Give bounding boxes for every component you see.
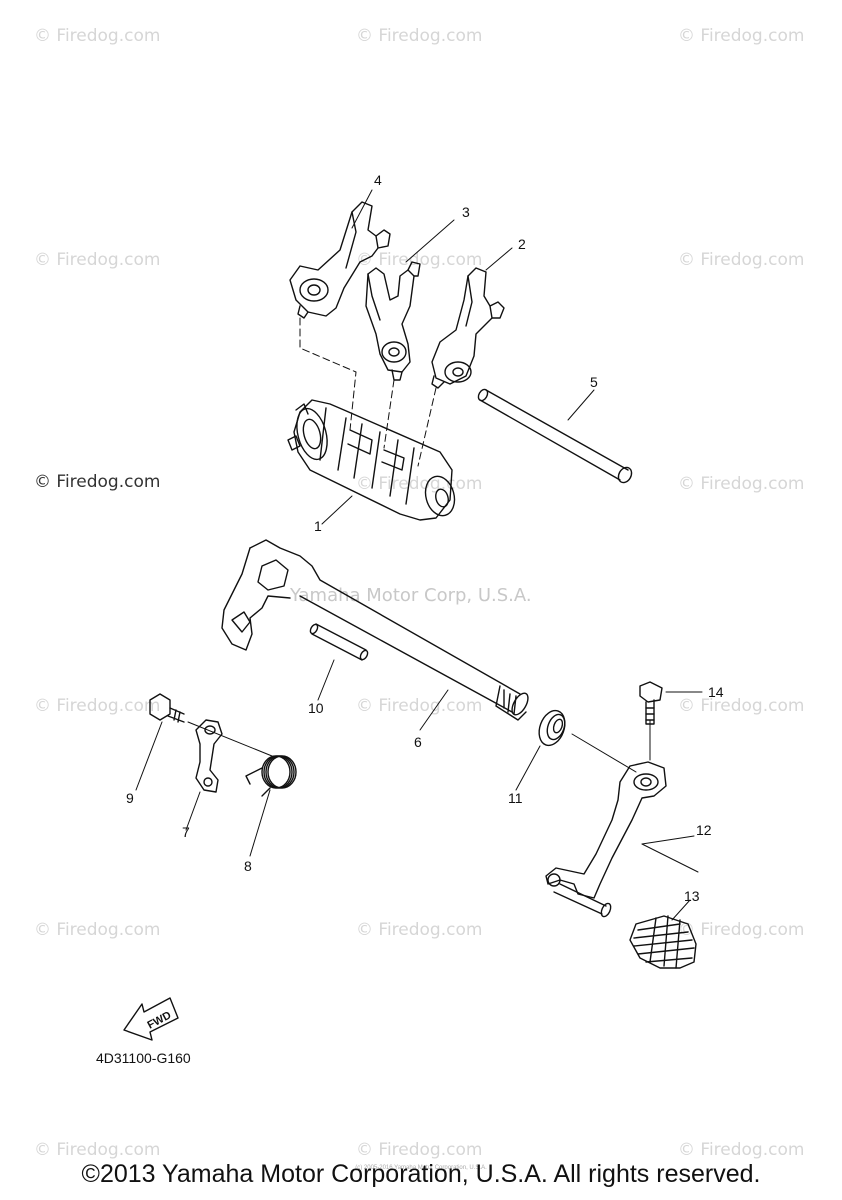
callout-11: 11 xyxy=(508,790,523,806)
diagram-code: 4D31100-G160 xyxy=(96,1050,191,1066)
watermark: © Firedog.com xyxy=(356,26,483,46)
callout-5: 5 xyxy=(590,374,598,390)
watermark: © Firedog.com xyxy=(34,920,161,940)
shift-fork-3 xyxy=(365,261,421,381)
bolt-14 xyxy=(639,681,663,725)
stopper-lever-7 xyxy=(195,719,223,793)
shift-pedal-12 xyxy=(545,761,667,918)
shift-fork-4 xyxy=(289,201,391,319)
watermark: © Firedog.com xyxy=(34,26,161,46)
watermark: © Firedog.com xyxy=(356,250,483,270)
watermark: © Firedog.com xyxy=(678,920,805,940)
watermark: © Firedog.com xyxy=(356,1140,483,1160)
oil-seal-11 xyxy=(538,709,566,747)
watermark: © Firedog.com xyxy=(34,1140,161,1160)
watermark: © Firedog.com xyxy=(34,472,161,492)
callout-1: 1 xyxy=(314,518,322,534)
callout-13: 13 xyxy=(684,888,700,904)
tiny-copyright: (c) 2005-2016 Yamaha Motor Corporation, … xyxy=(355,1165,487,1171)
bolt-9 xyxy=(149,693,185,723)
pin-10 xyxy=(309,623,369,661)
watermark: © Firedog.com xyxy=(34,696,161,716)
fwd-label: FWD xyxy=(146,1009,174,1031)
callout-12: 12 xyxy=(696,822,712,838)
fwd-arrow-icon xyxy=(123,997,179,1041)
callout-4: 4 xyxy=(374,172,382,188)
copyright-notice: ©2013 Yamaha Motor Corporation, U.S.A. A… xyxy=(81,1160,761,1188)
callout-10: 10 xyxy=(308,700,324,716)
watermark: © Firedog.com xyxy=(678,250,805,270)
callout-8: 8 xyxy=(244,858,252,874)
callout-3: 3 xyxy=(462,204,470,220)
torsion-spring-8 xyxy=(245,755,297,797)
callout-2: 2 xyxy=(518,236,526,252)
callout-6: 6 xyxy=(414,734,422,750)
yamaha-watermark: Yamaha Motor Corp, U.S.A. xyxy=(290,585,532,606)
watermark: © Firedog.com xyxy=(678,474,805,494)
shift-shaft-6 xyxy=(221,539,529,721)
watermark: © Firedog.com xyxy=(678,696,805,716)
watermark: © Firedog.com xyxy=(356,696,483,716)
watermark: © Firedog.com xyxy=(34,250,161,270)
callout-7: 7 xyxy=(182,824,190,840)
shift-drum-1 xyxy=(287,399,456,521)
watermark: © Firedog.com xyxy=(356,920,483,940)
pedal-rubber-13 xyxy=(629,915,697,969)
callout-14: 14 xyxy=(708,684,724,700)
guide-bar-5 xyxy=(477,388,633,484)
callout-9: 9 xyxy=(126,790,134,806)
shift-fork-2 xyxy=(431,267,505,389)
watermark: © Firedog.com xyxy=(678,26,805,46)
watermark: © Firedog.com xyxy=(678,1140,805,1160)
